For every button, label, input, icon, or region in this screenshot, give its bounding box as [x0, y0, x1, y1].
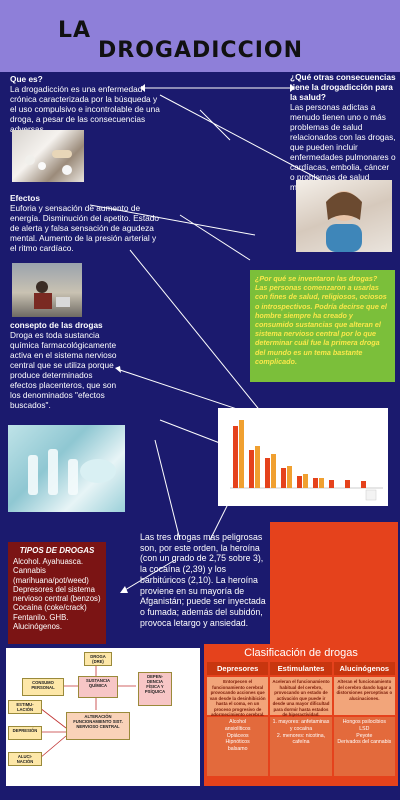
diagram-depresion: DEPRESIÓN [8, 726, 42, 740]
street-addict-photo [12, 263, 82, 317]
lab-photo [8, 425, 125, 512]
consecuencias-heading: ¿Qué otras consecuencias tiene la drogad… [290, 72, 396, 102]
efectos-heading: Efectos [10, 193, 40, 203]
col-examples: Alcohol ansiolíticos Opiáceos Hipnóticos… [207, 717, 269, 776]
tipos-box: TIPOS DE DROGAS Alcohol. Ayahuasca. Cann… [8, 542, 106, 644]
que-es-section: Que es? La drogadicción es una enfermeda… [10, 74, 160, 134]
pills-icon [25, 150, 72, 175]
clasificacion-title: Clasificación de drogas [244, 647, 358, 659]
diagram-consumo: CONSUMO PERSONAL [22, 678, 64, 696]
header-banner: LA DROGADICCION [0, 0, 400, 72]
bar-chart-icon [230, 420, 383, 501]
clasificacion-columns: Depresores Entorpecen el funcionamiento … [204, 659, 398, 776]
col-alucinogenos: Alucinógenos Alteran el funcionamiento d… [333, 662, 395, 776]
drug-diagram: DROGA (DRE) SUSTANCIA QUÍMICA CONSUMO PE… [6, 648, 200, 786]
title-line2: DROGADICCION [98, 38, 304, 63]
concepto-heading: consepto de las drogas [10, 320, 103, 330]
diagram-alucinacion: ALUCI-NACIÓN [8, 752, 42, 766]
concepto-body: Droga es toda sustancia química farmacol… [10, 330, 117, 410]
efectos-section: Efectos Euforia y sensación de aumento d… [10, 193, 160, 253]
title-line1: LA [58, 18, 92, 43]
diagram-estimulacion: ESTIMU-LACIÓN [8, 700, 42, 714]
clasificacion-table: Clasificación de drogas Depresores Entor… [204, 644, 398, 786]
diagram-droga: DROGA (DRE) [84, 652, 112, 666]
por-que-box: ¿Por qué se inventaron las drogas? Las p… [250, 270, 395, 382]
person-icon [34, 281, 70, 309]
col-examples: 1. mayores: anfetaminas y cocaína 2. men… [270, 717, 332, 776]
que-es-heading: Que es? [10, 74, 43, 84]
orange-box [270, 522, 398, 650]
col-desc: Entorpecen el funcionamiento cerebral pr… [207, 677, 269, 717]
col-head: Alucinógenos [333, 662, 395, 675]
headache-woman-photo [296, 180, 392, 252]
col-estimulantes: Estimulantes Aceleran el funcionamiento … [270, 662, 332, 776]
col-examples: Hongos psilocibios LSD Peyote Derivados … [333, 717, 395, 776]
diagram-dependencia: DEPEN-DENCIA FÍSICA Y PSÍQUICA [138, 672, 172, 706]
col-head: Estimulantes [270, 662, 332, 675]
bar-chart-image [218, 408, 388, 506]
lab-icon [28, 449, 116, 495]
tipos-body: Alcohol. Ayahuasca. Cannabis (marihuana/… [13, 557, 101, 632]
tres-drogas-text: Las tres drogas más peligrosas son, por … [140, 532, 266, 628]
col-head: Depresores [207, 662, 269, 675]
consecuencias-body: Las personas adictas a menudo tienen uno… [290, 102, 396, 192]
por-que-text: ¿Por qué se inventaron las drogas? Las p… [255, 274, 387, 366]
col-depresores: Depresores Entorpecen el funcionamiento … [207, 662, 269, 776]
tipos-heading: TIPOS DE DROGAS [19, 546, 95, 555]
pills-photo [12, 130, 84, 182]
consecuencias-section: ¿Qué otras consecuencias tiene la drogad… [290, 72, 396, 192]
col-desc: Alteran el funcionamiento del cerebro da… [333, 677, 395, 715]
concepto-section: consepto de las drogas Droga es toda sus… [10, 320, 120, 410]
col-desc: Aceleran el funcionamiento habitual del … [270, 677, 332, 717]
diagram-alteracion: ALTERACIÓN FUNCIONAMIENTO SIST. NERVIOSO… [66, 712, 130, 740]
que-es-body: La drogadicción es una enfermedad crónic… [10, 84, 160, 134]
woman-icon [326, 191, 362, 252]
diagram-sustancia: SUSTANCIA QUÍMICA [78, 676, 118, 698]
efectos-body: Euforia y sensación de aumento de energí… [10, 203, 159, 253]
